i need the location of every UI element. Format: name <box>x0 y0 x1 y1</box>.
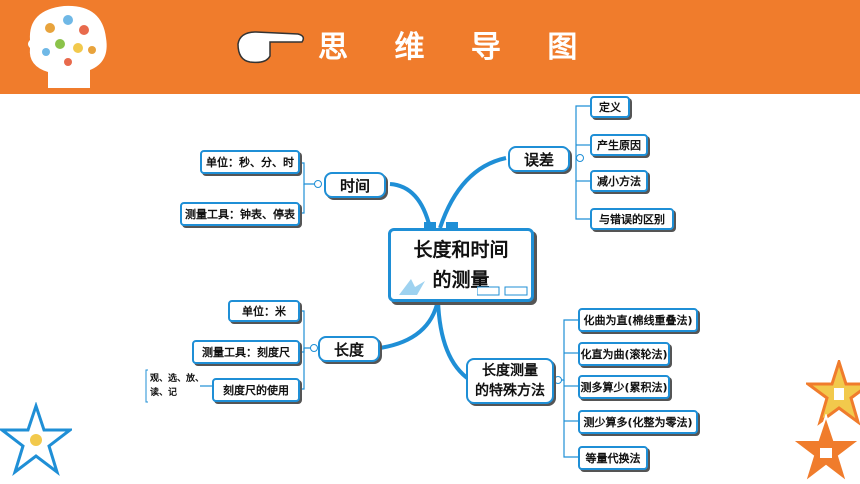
center-topic-line2: 的测量 <box>432 269 490 291</box>
length-unit: 单位：米 <box>228 300 300 322</box>
length-tool: 测量工具：刻度尺 <box>192 340 300 364</box>
method-curve-to-line: 化曲为直(棉线重叠法) <box>578 308 698 332</box>
method-line-to-curve: 化直为曲(滚轮法) <box>578 342 670 366</box>
ruler-steps-note: 观、选、放、 读、记 <box>150 372 204 400</box>
ruler-steps-line1: 观、选、放、 <box>150 374 205 384</box>
tape-decoration-icon <box>477 286 528 296</box>
note-bracket <box>145 369 148 403</box>
time-tool: 测量工具：钟表、停表 <box>180 202 300 226</box>
page-title: 思 维 导 图 <box>318 30 596 65</box>
method-accumulate: 测多算少(累积法) <box>578 375 670 399</box>
star-trophy-icon <box>806 360 860 426</box>
error-vs-mistake: 与错误的区别 <box>590 208 674 230</box>
method-divide: 测少算多(化整为零法) <box>578 410 698 434</box>
special-methods-line2: 的特殊方法 <box>475 383 545 399</box>
length-ruler-use: 刻度尺的使用 <box>212 378 300 402</box>
star-lightbulb-icon <box>0 402 72 477</box>
branch-error: 误差 <box>508 146 570 172</box>
pointing-hand-icon <box>237 31 305 64</box>
error-reduce: 减小方法 <box>590 170 648 192</box>
ribbon-decoration-icon <box>399 279 425 295</box>
branch-special-methods: 长度测量 的特殊方法 <box>466 358 554 404</box>
header-banner: 思 维 导 图 <box>0 0 860 94</box>
ruler-steps-line2: 读、记 <box>150 388 178 398</box>
time-unit: 单位：秒、分、时 <box>200 150 300 174</box>
center-topic-line1: 长度和时间 <box>413 239 509 261</box>
star-thumbsup-icon <box>790 414 860 484</box>
branch-length: 长度 <box>318 336 380 362</box>
error-definition: 定义 <box>590 96 630 118</box>
error-cause: 产生原因 <box>590 134 648 156</box>
center-topic: 长度和时间 的测量 <box>388 228 534 302</box>
branch-time: 时间 <box>324 172 386 198</box>
head-icon <box>28 5 107 89</box>
special-methods-line1: 长度测量 <box>482 363 538 379</box>
method-substitution: 等量代换法 <box>578 446 648 470</box>
